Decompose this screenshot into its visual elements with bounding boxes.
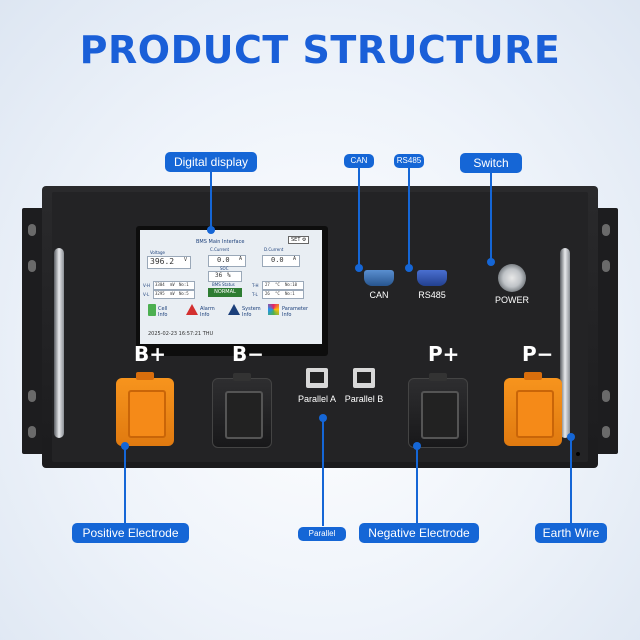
parameter-icon <box>268 304 279 315</box>
rs485-port-label: RS485 <box>418 290 446 300</box>
alarm-icon <box>186 304 198 315</box>
earth-wire-callout: Earth Wire <box>535 523 607 543</box>
lcd-set-button[interactable]: SET ⚙ <box>288 236 310 244</box>
b-plus-label: B+ <box>134 342 167 366</box>
lcd-header: BMS Main Interface <box>196 239 245 245</box>
power-switch[interactable] <box>498 264 526 292</box>
system-info-button[interactable]: System Info <box>242 306 261 318</box>
parameter-info-button[interactable]: Parameter Info <box>282 306 309 318</box>
parallel-leader <box>322 418 324 526</box>
rs485-port[interactable] <box>417 270 447 286</box>
cell-info-button[interactable]: Cell Info <box>158 306 168 318</box>
can-dot <box>355 264 363 272</box>
parallel-a-port[interactable] <box>306 368 328 388</box>
digital-display-leader <box>210 172 212 230</box>
positive-electrode-leader <box>124 446 126 524</box>
positive-electrode-callout: Positive Electrode <box>72 523 189 543</box>
can-callout: CAN <box>344 154 374 168</box>
earth-wire-leader <box>570 437 572 524</box>
bms-status-badge: NORMAL <box>208 288 242 297</box>
rs485-leader <box>408 168 410 268</box>
parallel-b-port[interactable] <box>353 368 375 388</box>
negative-electrode-leader <box>416 446 418 524</box>
can-port-label: CAN <box>369 290 389 300</box>
can-port[interactable] <box>364 270 394 286</box>
battery-icon <box>148 304 156 316</box>
digital-display-dot <box>207 226 215 234</box>
switch-dot <box>487 258 495 266</box>
page-title: PRODUCT STRUCTURE <box>79 28 561 72</box>
left-handle[interactable] <box>54 248 64 438</box>
p-plus-terminal[interactable] <box>408 373 468 448</box>
right-mounting-ear <box>596 208 618 454</box>
power-label: POWER <box>494 295 529 305</box>
switch-leader <box>490 173 492 261</box>
rs485-callout: RS485 <box>394 154 424 168</box>
system-icon <box>228 304 240 315</box>
b-minus-terminal[interactable] <box>212 373 272 448</box>
p-plus-label: P+ <box>428 342 460 366</box>
alarm-info-button[interactable]: Alarm Info <box>200 306 215 318</box>
soc-box: 36% <box>208 271 242 282</box>
rs485-dot <box>405 264 413 272</box>
parallel-callout: Parallel <box>298 527 346 541</box>
parallel-a-label: Parallel A <box>297 394 337 404</box>
parallel-b-label: Parallel B <box>344 394 384 404</box>
b-minus-label: B− <box>232 342 265 366</box>
earth-screw <box>576 452 580 456</box>
p-minus-label: P− <box>522 342 554 366</box>
switch-callout: Switch <box>460 153 522 173</box>
lcd-datetime: 2025-02-23 16:57:21 THU <box>148 331 214 337</box>
digital-display-callout: Digital display <box>165 152 257 172</box>
p-minus-terminal[interactable] <box>504 372 562 446</box>
negative-electrode-callout: Negative Electrode <box>359 523 479 543</box>
b-plus-terminal[interactable] <box>116 372 174 446</box>
right-handle[interactable] <box>560 248 570 438</box>
left-mounting-ear <box>22 208 44 454</box>
can-leader <box>358 168 360 268</box>
